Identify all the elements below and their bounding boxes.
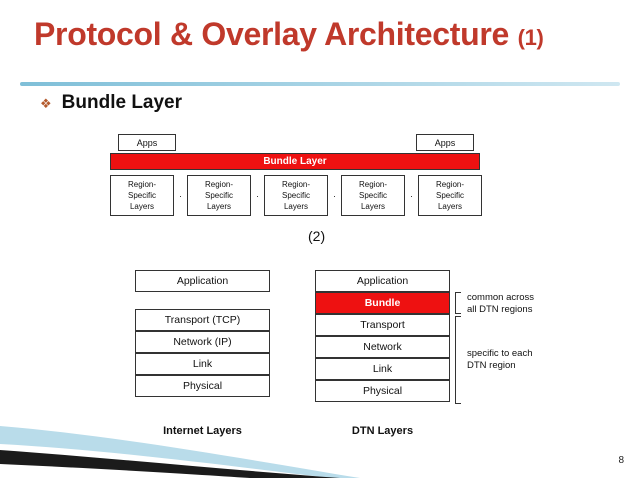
internet-transport-box: Transport (TCP): [135, 309, 270, 331]
title-divider: [20, 82, 620, 86]
bullet-label: Bundle Layer: [61, 92, 183, 113]
dtn-network-box: Network: [315, 336, 450, 358]
dots-separator: ·: [333, 190, 336, 201]
region-line-1: Region-: [204, 180, 233, 189]
annotation-common: common across all DTN regions: [467, 292, 534, 316]
dtn-application-box: Application: [315, 270, 450, 292]
annotation-specific: specific to each DTN region: [467, 348, 532, 372]
region-box: Region- Specific Layers: [187, 175, 251, 216]
region-line-2: Specific: [204, 191, 233, 200]
internet-stack-caption: Internet Layers: [163, 425, 242, 437]
apps-box-left: Apps: [118, 134, 176, 151]
dots-separator: ·: [256, 190, 259, 201]
annotation-specific-line-2: DTN region: [467, 360, 516, 371]
region-line-1: Region-: [281, 180, 310, 189]
page-number: 8: [618, 455, 624, 466]
region-line-3: Layers: [360, 202, 385, 211]
region-line-2: Specific: [281, 191, 310, 200]
figure-caption-2: (2): [308, 228, 326, 244]
region-box: Region- Specific Layers: [341, 175, 405, 216]
apps-box-right: Apps: [416, 134, 474, 151]
region-box: Region- Specific Layers: [264, 175, 328, 216]
internet-network-box: Network (IP): [135, 331, 270, 353]
diamond-bullet-icon: ❖: [40, 95, 52, 111]
dtn-transport-box: Transport: [315, 314, 450, 336]
region-line-2: Specific: [127, 191, 156, 200]
region-line-1: Region-: [127, 180, 156, 189]
internet-link-box: Link: [135, 353, 270, 375]
region-box: Region- Specific Layers: [418, 175, 482, 216]
internet-stack: Application Transport (TCP) Network (IP)…: [135, 270, 270, 397]
region-box: Region- Specific Layers: [110, 175, 174, 216]
brace-specific: [455, 316, 461, 404]
dtn-stack: Application Bundle Transport Network Lin…: [315, 270, 450, 402]
dtn-physical-box: Physical: [315, 380, 450, 402]
internet-application-box: Application: [135, 270, 270, 292]
region-line-1: Region-: [358, 180, 387, 189]
dtn-stack-caption: DTN Layers: [351, 425, 414, 437]
region-line-1: Region-: [435, 180, 464, 189]
dots-separator: ·: [179, 190, 182, 201]
region-line-2: Specific: [435, 191, 464, 200]
annotation-common-line-2: all DTN regions: [467, 304, 533, 315]
page-title-suffix: (1): [517, 25, 544, 50]
region-line-3: Layers: [206, 202, 231, 211]
page-title: Protocol & Overlay Architecture (1): [34, 16, 544, 53]
dtn-link-box: Link: [315, 358, 450, 380]
dtn-bundle-box: Bundle: [315, 292, 450, 314]
brace-common: [455, 292, 461, 314]
region-row: Region- Specific Layers · Region- Specif…: [110, 175, 482, 216]
figure-layer-stacks: Application Transport (TCP) Network (IP)…: [125, 270, 545, 445]
region-line-3: Layers: [283, 202, 308, 211]
internet-physical-box: Physical: [135, 375, 270, 397]
stack-gap: [135, 292, 270, 309]
figure-bundle-overlay: Apps Apps Bundle Layer Region- Specific …: [110, 134, 482, 218]
region-line-3: Layers: [437, 202, 462, 211]
region-line-2: Specific: [358, 191, 387, 200]
bullet-row: ❖ Bundle Layer: [40, 92, 182, 114]
bundle-layer-bar: Bundle Layer: [110, 153, 480, 170]
page-title-main: Protocol & Overlay Architecture: [34, 16, 509, 52]
dots-separator: ·: [410, 190, 413, 201]
annotation-common-line-1: common across: [467, 292, 535, 303]
region-line-3: Layers: [129, 202, 154, 211]
annotation-specific-line-1: specific to each: [467, 348, 533, 359]
